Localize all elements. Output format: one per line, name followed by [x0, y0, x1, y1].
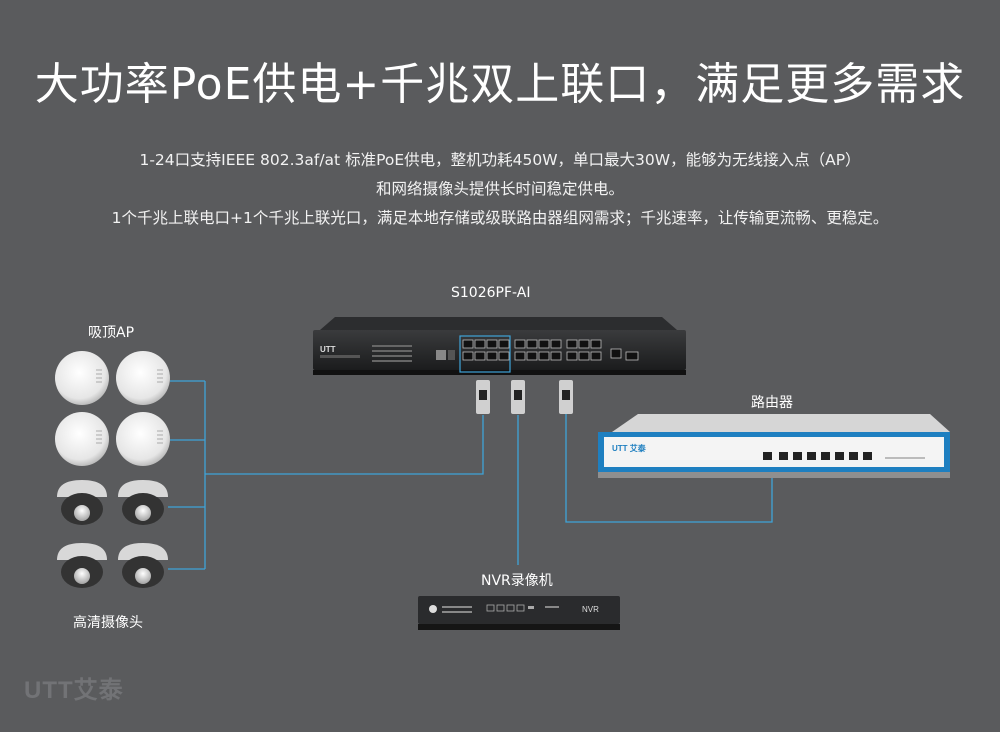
router-device: UTT 艾泰	[598, 414, 950, 478]
router-label: 路由器	[751, 395, 793, 411]
ceiling-ap	[116, 351, 170, 405]
connector-1	[476, 380, 490, 414]
description-line-3: 1个千兆上联电口+1个千兆上联光口，满足本地存储或级联路由器组网需求；千兆速率，…	[111, 209, 889, 227]
nvr-label: NVR录像机	[481, 573, 553, 589]
ceiling-ap	[55, 351, 109, 405]
poe-port-highlight	[459, 335, 511, 373]
dome-camera	[57, 480, 107, 525]
nvr-device: NVR	[418, 596, 620, 630]
dome-camera	[57, 543, 107, 588]
switch-device: UTT	[313, 317, 686, 375]
ceiling-ap	[116, 412, 170, 466]
ceiling-ap	[55, 412, 109, 466]
link-bus-to-switch	[205, 415, 484, 475]
link-switch-to-router	[565, 414, 773, 523]
ceiling-ap-group	[55, 351, 170, 466]
cable-connectors	[476, 380, 573, 414]
dome-camera	[118, 543, 168, 588]
switch-model-label: S1026PF-AI	[451, 285, 531, 301]
camera-label: 高清摄像头	[73, 615, 143, 631]
dome-camera	[118, 480, 168, 525]
camera-group	[57, 480, 168, 588]
page-title: 大功率PoE供电+千兆双上联口，满足更多需求	[34, 59, 966, 110]
nvr-badge: NVR	[582, 605, 599, 614]
switch-ports	[462, 339, 639, 361]
connector-3	[559, 380, 573, 414]
router-brand: UTT 艾泰	[612, 443, 647, 453]
switch-brand: UTT	[320, 345, 336, 354]
ap-label: 吸顶AP	[88, 325, 135, 341]
brand-watermark: UTT艾泰	[24, 677, 124, 704]
description-line-1: 1-24口支持IEEE 802.3af/at 标准PoE供电，整机功耗450W，…	[139, 151, 861, 169]
connector-2	[511, 380, 525, 414]
description-line-2: 和网络摄像头提供长时间稳定供电。	[375, 180, 624, 198]
link-lines	[168, 380, 773, 570]
